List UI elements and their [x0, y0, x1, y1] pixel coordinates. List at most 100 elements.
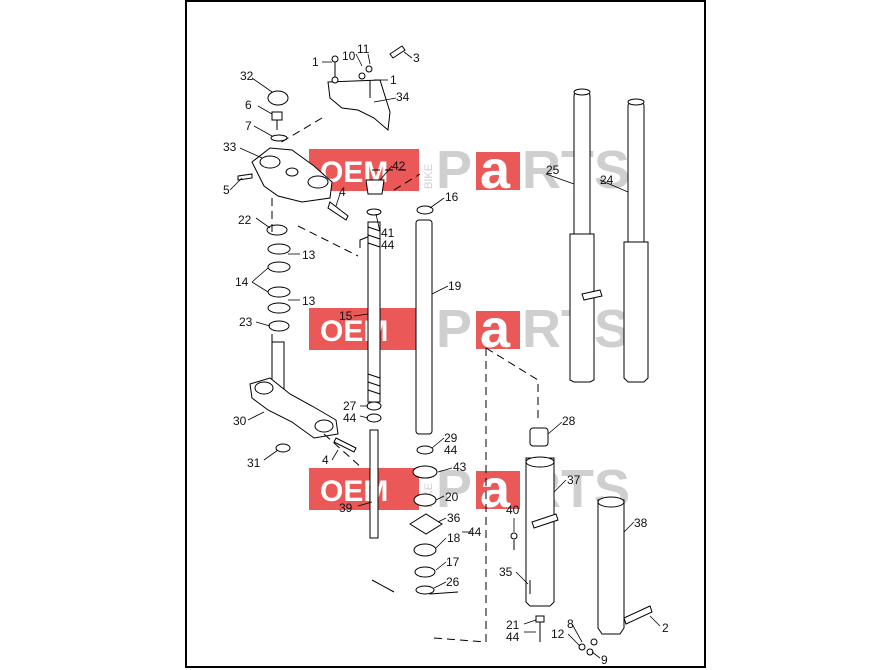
- fork-tube-25-top: [573, 88, 591, 96]
- callout-label: 31: [247, 456, 261, 470]
- callout-label: 30: [233, 414, 247, 428]
- callout-label: 1: [312, 55, 319, 69]
- bolt-2: [623, 605, 653, 625]
- guide-line-7: [433, 637, 487, 643]
- diagram-frame: OEM BIKE P a RTS OEM BIKE P a RTS OEM BI…: [185, 0, 706, 668]
- seal-18: [413, 543, 437, 557]
- watermark-parts-p: P: [436, 299, 472, 359]
- callout-label: 4: [322, 453, 329, 467]
- guide-line-8: [323, 433, 363, 469]
- seal-43: [412, 465, 438, 479]
- bearing-13-upper: [267, 243, 291, 255]
- callout-label: 20: [445, 490, 459, 504]
- washer-27: [366, 401, 382, 411]
- spacer-20: [413, 493, 437, 507]
- callout-label: 21: [506, 618, 520, 632]
- leader-lines: [229, 51, 661, 659]
- bearing-13-lower: [267, 302, 291, 314]
- callout-label: 6: [245, 98, 252, 112]
- screw-1a-head: [331, 55, 339, 63]
- callout-label: 29: [444, 431, 458, 445]
- callout-label: 2: [662, 621, 669, 635]
- callout-label: 25: [546, 163, 560, 177]
- washer-44-a: [366, 413, 382, 423]
- callout-label: 17: [446, 555, 460, 569]
- callout-label: 13: [302, 294, 316, 308]
- exploded-parts-diagram: OEM BIKE P a RTS OEM BIKE P a RTS OEM BI…: [223, 42, 669, 667]
- callout-label: 15: [339, 309, 353, 323]
- callout-label: 38: [634, 516, 648, 530]
- callout-label: 14: [235, 275, 249, 289]
- callout-label: 37: [567, 473, 581, 487]
- watermark-parts-a: a: [480, 299, 511, 359]
- clamp-hole-right: [307, 175, 329, 189]
- dust-seal-22: [266, 224, 288, 236]
- bracket-plate-34: [327, 79, 391, 131]
- race-14-lower: [267, 286, 291, 298]
- callout-label: 7: [245, 119, 252, 133]
- cap-32: [267, 90, 289, 106]
- bolt-6-head: [271, 111, 283, 121]
- clamp-hole-left: [259, 155, 281, 169]
- callout-label: 26: [446, 575, 460, 589]
- clip-31: [275, 443, 291, 453]
- callout-label: 19: [448, 279, 462, 293]
- callout-label: 12: [551, 627, 565, 641]
- callout-label: 43: [453, 460, 467, 474]
- callout-label: 44: [381, 238, 395, 252]
- fork-slider-38-top: [597, 496, 625, 508]
- callout-label: 9: [601, 653, 608, 667]
- spring-coils: [367, 226, 381, 395]
- watermark-bottom: OEM BIKE P a RTS: [309, 459, 630, 519]
- callout-label: 10: [342, 49, 356, 63]
- fork-tube-19: [415, 219, 433, 435]
- guide-line-3: [297, 225, 359, 257]
- washer-21: [535, 615, 545, 623]
- slider-25-mount: [581, 289, 603, 301]
- plate-36: [409, 513, 443, 535]
- slider-37-mount: [531, 513, 559, 529]
- fork-slider-25: [569, 233, 595, 383]
- screw-5: [237, 173, 253, 181]
- bushing-29: [416, 445, 434, 455]
- clamp-hole-center: [285, 167, 299, 177]
- guide-line-5: [485, 347, 539, 422]
- seal-23: [268, 320, 290, 332]
- bushing-16: [416, 205, 434, 215]
- bolt-4-lower: [333, 437, 357, 453]
- callout-label: 44: [506, 630, 520, 644]
- callout-label: 42: [392, 159, 406, 173]
- callout-label: 44: [468, 525, 482, 539]
- callout-label: 1: [390, 73, 397, 87]
- callout-label: 27: [343, 399, 357, 413]
- callout-label: 4: [339, 185, 346, 199]
- callout-label: 5: [223, 183, 230, 197]
- callout-label: 3: [413, 51, 420, 65]
- clip-26: [415, 585, 435, 595]
- callout-label: 36: [447, 511, 461, 525]
- damper-rod-39: [369, 429, 379, 539]
- race-14-upper: [267, 261, 291, 273]
- screw-1a: [331, 76, 339, 84]
- screw-40-head: [510, 532, 518, 540]
- watermark-parts-a: a: [480, 140, 511, 200]
- washer-12: [578, 643, 586, 651]
- callout-label: 40: [506, 503, 520, 517]
- nut-10: [358, 72, 366, 80]
- callout-label: 18: [447, 531, 461, 545]
- o-ring-41: [366, 208, 382, 216]
- callout-label: 24: [600, 173, 614, 187]
- fork-slider-37: [525, 457, 555, 607]
- callout-label: 23: [239, 315, 253, 329]
- callout-label: 28: [562, 414, 576, 428]
- ring-17: [414, 566, 436, 578]
- callout-label: 44: [343, 411, 357, 425]
- callouts: 1 10 11 3 1 32 34 6 7 33 42 5 4 16 22 41…: [223, 42, 669, 667]
- watermark-parts-p: P: [436, 459, 472, 519]
- callout-label: 34: [396, 90, 410, 104]
- lower-clamp-hole-right: [314, 419, 334, 433]
- bushing-28: [529, 427, 549, 447]
- lower-clamp-hole-left: [254, 381, 274, 395]
- guide-line-4: [372, 169, 421, 191]
- callout-label: 13: [302, 248, 316, 262]
